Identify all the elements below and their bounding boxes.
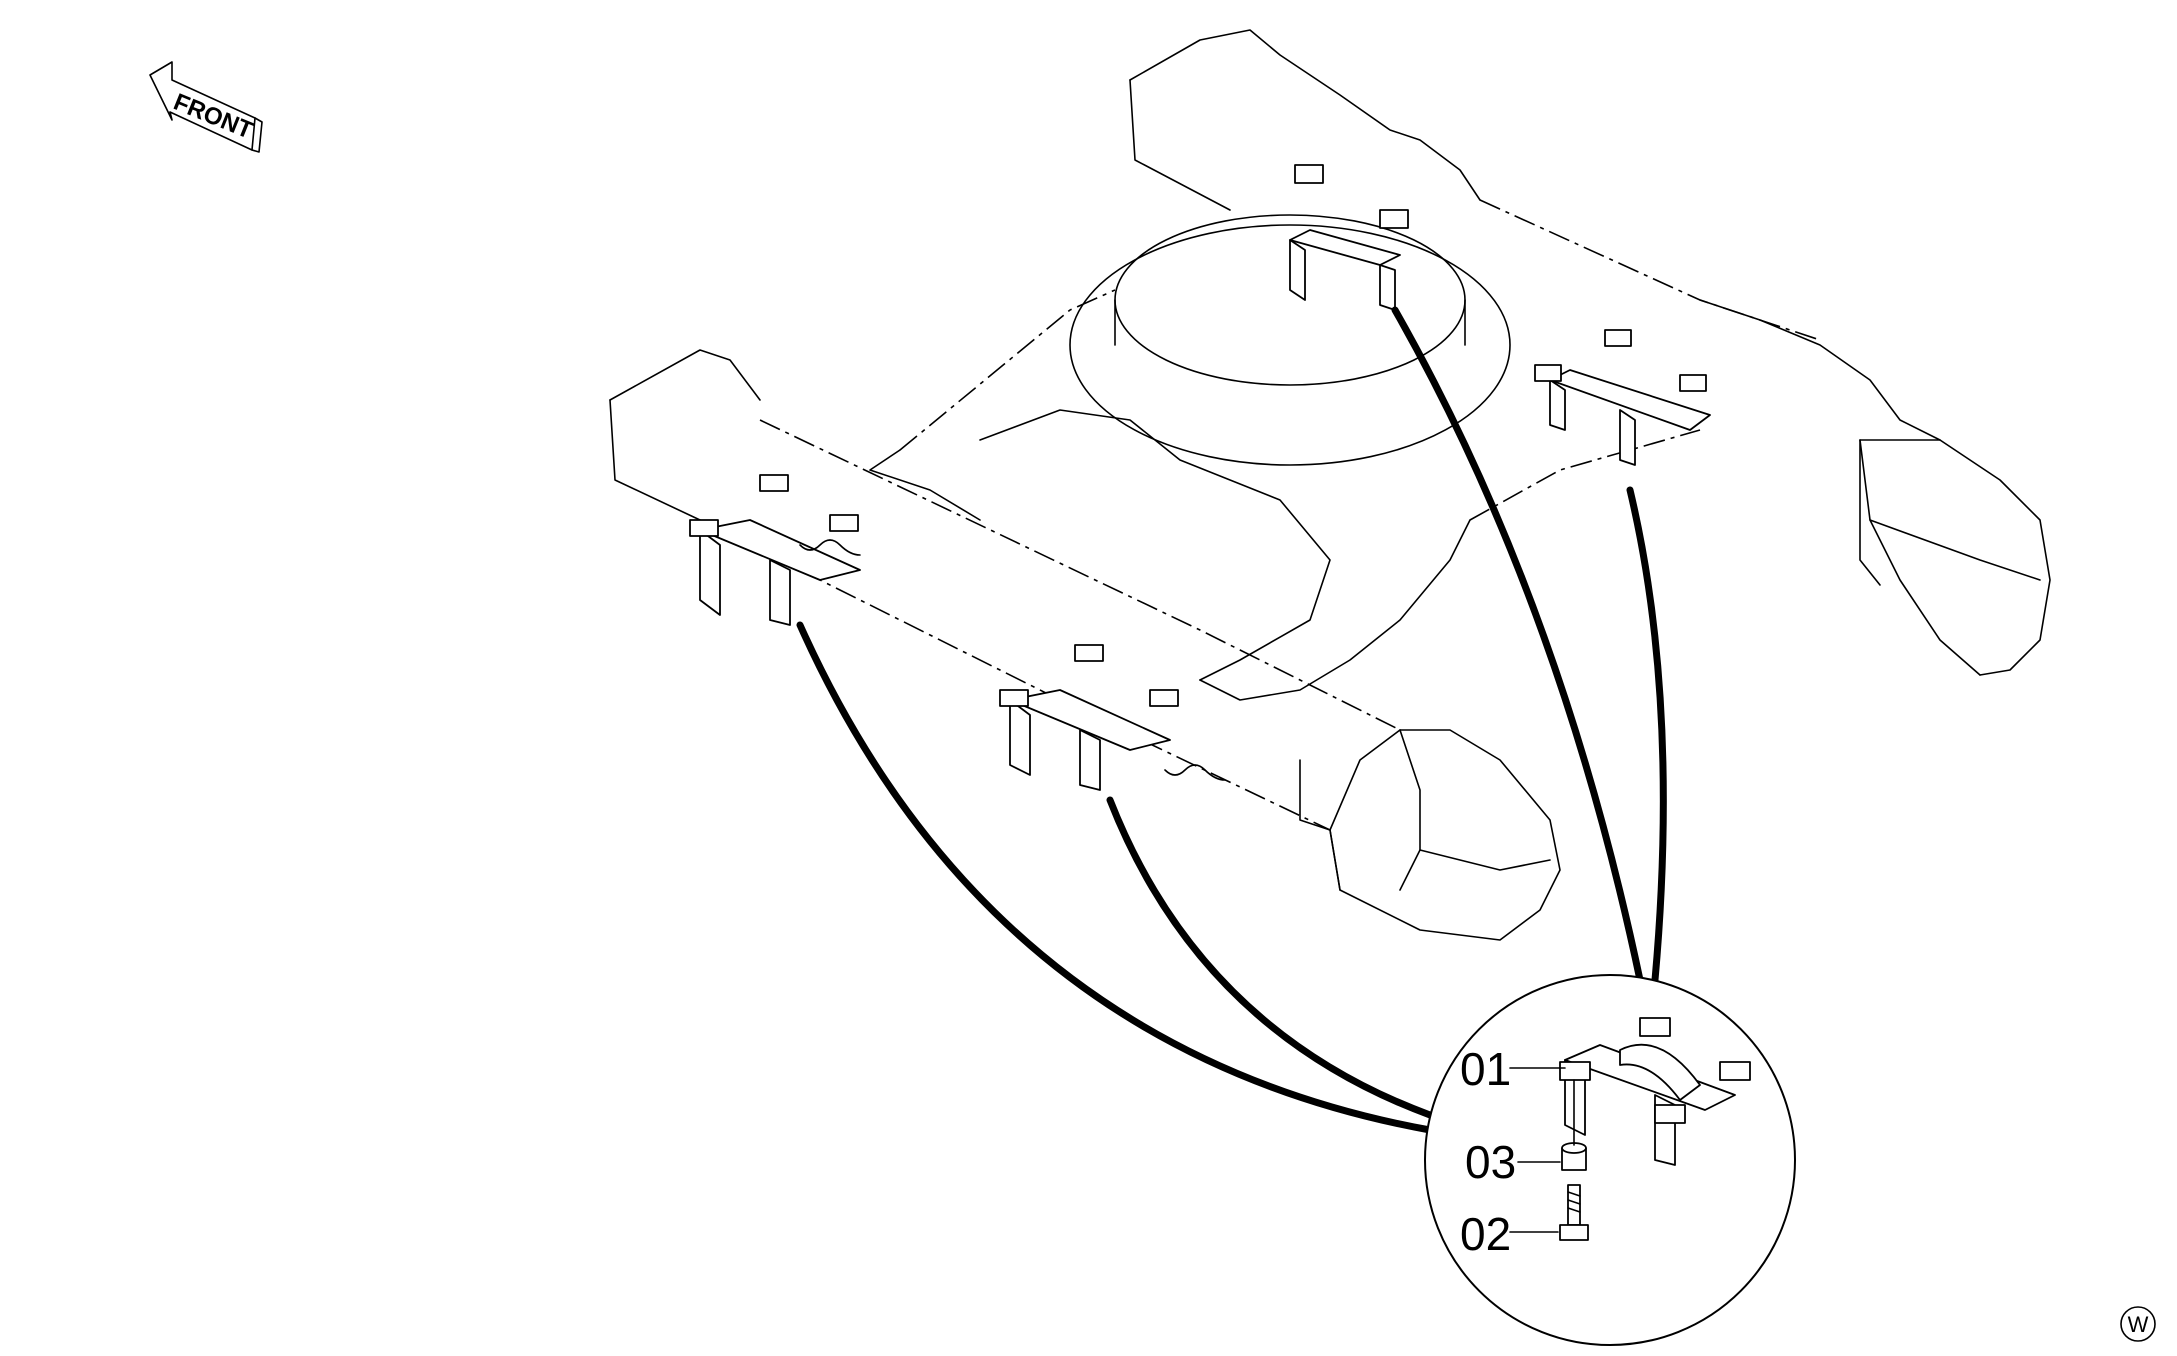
corner-mark: W <box>2120 1306 2156 1342</box>
guard-bracket-left <box>689 474 861 626</box>
detail-view-circle: 01 03 02 <box>1424 974 1796 1346</box>
guard-bracket-right <box>1534 329 1711 466</box>
guard-bracket-top-center <box>1289 164 1409 311</box>
callout-03: 03 <box>1465 1136 1516 1188</box>
front-direction-arrow: FRONT <box>149 61 263 153</box>
track-frame-outline <box>609 29 2051 941</box>
guard-bracket-mid <box>999 644 1226 791</box>
front-label: FRONT <box>170 89 257 145</box>
corner-mark-label: W <box>2128 1312 2149 1337</box>
bolt-part <box>1559 1184 1589 1241</box>
collar-part <box>1561 1142 1587 1171</box>
callout-01: 01 <box>1460 1043 1511 1095</box>
leader-lines <box>796 306 1667 1134</box>
callout-02: 02 <box>1460 1208 1511 1260</box>
